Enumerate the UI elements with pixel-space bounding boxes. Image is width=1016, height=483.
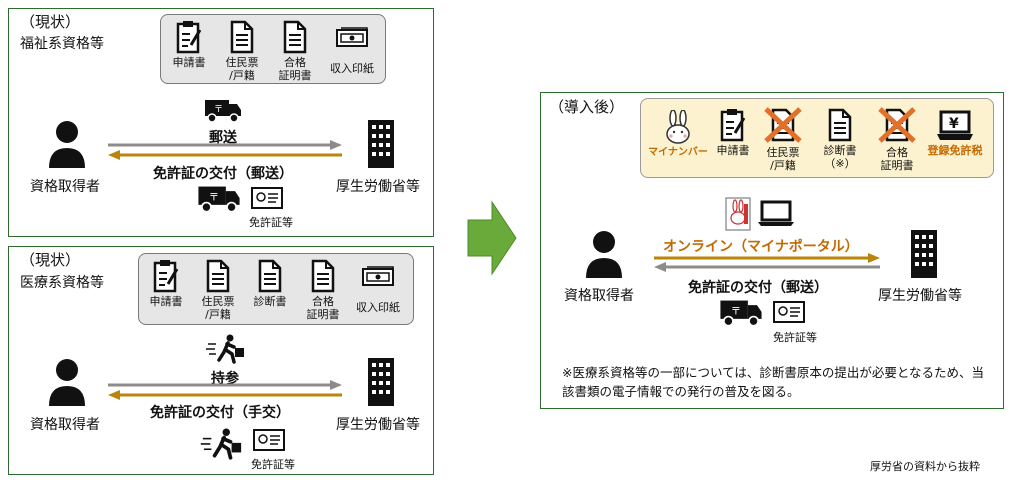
building-icon (368, 120, 394, 168)
crossed-document-icon (764, 107, 802, 143)
doc-label: 申請書 (716, 144, 750, 157)
panel2-subtitle: 医療系資格等 (20, 275, 104, 291)
truck-icon: 〒 (198, 186, 240, 213)
mynumber-card-icon (725, 197, 751, 231)
laptop-yen-icon: ¥ (937, 110, 973, 140)
doc-label: マイナンバー (648, 147, 708, 158)
send-arrow (108, 140, 342, 150)
panel3-document-box (640, 98, 994, 178)
panel1-doc-application: 申請書 (154, 20, 224, 69)
panel1-return-label: 免許証の交付（郵送） (153, 166, 293, 182)
building-icon (911, 230, 937, 278)
doc-label: 合格 証明書 (306, 295, 340, 321)
person-icon (49, 359, 85, 406)
panel2-applicant-label: 資格取得者 (30, 417, 100, 433)
doc-label: 申請書 (149, 295, 183, 308)
application-form-icon (720, 109, 746, 142)
panel3-return-label: 免許証の交付（郵送） (688, 280, 828, 296)
license-card-icon (253, 429, 285, 451)
panel1-title: （現状） (20, 13, 81, 31)
doc-label: 合格 証明書 (278, 56, 312, 82)
return-arrow (654, 262, 880, 272)
laptop-icon (758, 200, 794, 226)
doc-label: 住民票 /戸籍 (766, 146, 800, 172)
panel1-subtitle: 福祉系資格等 (20, 36, 104, 52)
truck-icon: 〒 (205, 100, 241, 123)
doc-label: 収入印紙 (330, 62, 374, 75)
panel3-doc-certificate-crossed: 合格 証明書 (862, 106, 932, 172)
truck-icon: 〒 (720, 300, 762, 327)
panel3-doc-diagnosis: 診断書 （※） (805, 108, 875, 170)
online-send-arrow (654, 253, 880, 263)
panel3-doc-mynumber: マイナンバー (641, 110, 715, 159)
transition-arrow (467, 200, 517, 276)
panel2-doc-application: 申請書 (131, 259, 201, 308)
panel2-doc-stamp: 収入印紙 (343, 265, 413, 314)
svg-text:〒: 〒 (731, 305, 741, 317)
document-icon (258, 259, 282, 293)
doc-label: 住民票 /戸籍 (201, 295, 235, 321)
return-arrow (108, 150, 342, 160)
panel2-send-label: 持参 (211, 371, 239, 387)
panel3-doc-application: 申請書 (698, 108, 768, 157)
panel2-title: （現状） (20, 251, 81, 269)
document-icon (828, 108, 852, 142)
panel1-ministry-label: 厚生労働省等 (336, 179, 420, 195)
revenue-stamp-icon (336, 27, 368, 47)
panel1-license-label: 免許証等 (249, 216, 293, 229)
panel3-footnote: ※医療系資格等の一部については、診断書原本の提出が必要となるため、当該書類の電子… (562, 365, 984, 399)
license-card-icon (251, 187, 283, 209)
doc-label: 登録免許税 (927, 144, 983, 157)
panel3-doc-registration-tax: ¥ 登録免許税 (916, 110, 994, 157)
panel2-ministry-label: 厚生労働省等 (336, 417, 420, 433)
panel2-doc-diagnosis: 診断書 (235, 259, 305, 308)
crossed-document-icon (878, 107, 916, 143)
svg-text:〒: 〒 (209, 191, 219, 203)
walking-person-icon (200, 428, 242, 460)
doc-label: 収入印紙 (356, 301, 400, 314)
doc-label: 住民票 /戸籍 (225, 56, 259, 82)
application-form-icon (176, 21, 202, 54)
doc-label: 申請書 (172, 56, 206, 69)
person-icon (586, 231, 622, 278)
application-form-icon (153, 260, 179, 293)
revenue-stamp-icon (362, 266, 394, 286)
send-arrow (108, 380, 342, 390)
doc-label: 診断書 (253, 295, 287, 308)
doc-label: 診断書 （※） (823, 144, 857, 170)
doc-label: 合格 証明書 (880, 146, 914, 172)
panel2-return-label: 免許証の交付（手交） (150, 405, 290, 421)
panel1-doc-resident: 住民票 /戸籍 (207, 20, 277, 82)
panel1-send-label: 郵送 (209, 130, 237, 146)
panel2-doc-resident: 住民票 /戸籍 (183, 259, 253, 321)
panel2-doc-certificate: 合格 証明書 (288, 259, 358, 321)
panel1-doc-certificate: 合格 証明書 (260, 20, 330, 82)
source-credit: 厚労省の資料から抜粋 (870, 460, 980, 473)
panel2-license-label: 免許証等 (251, 458, 295, 471)
panel3-applicant-label: 資格取得者 (564, 288, 634, 304)
mynumber-rabbit-icon (666, 110, 690, 144)
building-icon (368, 358, 394, 406)
svg-text:¥: ¥ (949, 116, 959, 132)
person-icon (49, 121, 85, 168)
document-icon (283, 20, 307, 54)
panel1-applicant-label: 資格取得者 (30, 179, 100, 195)
document-icon (230, 20, 254, 54)
panel1-doc-stamp: 収入印紙 (317, 26, 387, 75)
walking-person-icon (206, 334, 244, 364)
panel3-doc-resident-crossed: 住民票 /戸籍 (748, 106, 818, 172)
panel3-ministry-label: 厚生労働省等 (878, 288, 962, 304)
panel3-license-label: 免許証等 (773, 331, 817, 344)
panel3-online-label: オンライン（マイナポータル） (663, 239, 859, 255)
panel3-title: （導入後） (549, 98, 625, 116)
document-icon (206, 259, 230, 293)
svg-text:〒: 〒 (214, 105, 223, 115)
document-icon (311, 259, 335, 293)
license-card-icon (773, 301, 805, 323)
return-arrow (108, 390, 342, 400)
